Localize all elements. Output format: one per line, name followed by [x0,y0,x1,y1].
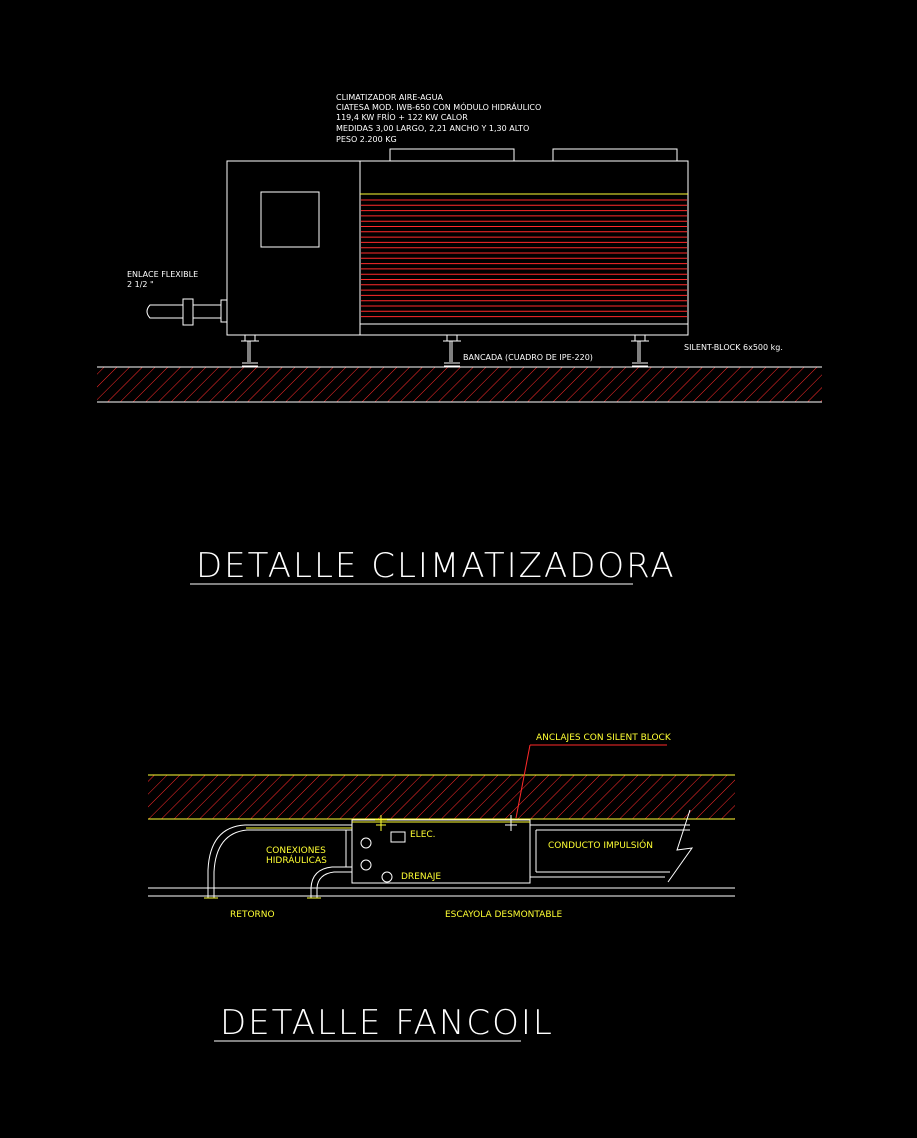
fancoil-detail: ANCLAJES CON SILENT BLOCK ELEC. CONEXION… [148,733,735,1043]
retorno-label: RETORNO [230,910,275,920]
spec-line-4: MEDIDAS 3,00 LARGO, 2,21 ANCHO Y 1,30 AL… [336,124,529,133]
anclajes-leader [515,744,531,819]
fancoil-title: DETALLE FANCOIL [220,1003,554,1043]
return-plenum [204,824,352,899]
silent-block-support [443,334,461,367]
hydraulic-connection-1 [360,837,372,849]
flexible-label-2: 2 1/2 " [127,280,154,289]
flexible-label-1: ENLACE FLEXIBLE [127,270,198,279]
conexiones-label-2: HIDRÁULICAS [266,854,327,866]
elec-label: ELEC. [410,830,436,840]
drain-connection [381,871,393,883]
coil-fins [361,199,687,318]
anclajes-label: ANCLAJES CON SILENT BLOCK [536,733,672,743]
flexible-connection [146,298,228,326]
spec-line-2: CIATESA MOD. IWB-650 CON MÓDULO HIDRÁULI… [336,101,541,112]
spec-line-5: PESO 2.200 KG [336,135,397,144]
climatizadora-detail: CLIMATIZADOR AIRE-AGUA CIATESA MOD. IWB-… [97,93,822,586]
escayola-label: ESCAYOLA DESMONTABLE [445,910,563,920]
silent-block-support [241,334,259,367]
spec-line-3: 119,4 KW FRÍO + 122 KW CALOR [336,111,468,122]
fan-housing-1 [389,148,515,162]
ceiling-slab-hatch [148,775,735,819]
conexiones-label-1: CONEXIONES [266,846,326,856]
spec-line-1: CLIMATIZADOR AIRE-AGUA [336,93,443,102]
ground-slab-hatch [97,367,822,402]
supply-duct [529,809,694,883]
anchor-left [375,815,387,831]
electrical-box [390,831,406,843]
silent-block-support [631,334,649,367]
silent-block-label: SILENT-BLOCK 6x500 kg. [684,343,783,352]
hydraulic-connection-2 [360,859,372,871]
silent-block-supports [241,334,649,367]
conducto-label: CONDUCTO IMPULSIÓN [548,839,653,851]
control-panel [260,191,320,248]
bancada-label: BANCADA (CUADRO DE IPE-220) [463,353,593,362]
climatizadora-title: DETALLE CLIMATIZADORA [196,546,676,586]
fan-housing-2 [552,148,678,162]
anchor-right [505,815,517,831]
drenaje-label: DRENAJE [401,872,441,882]
